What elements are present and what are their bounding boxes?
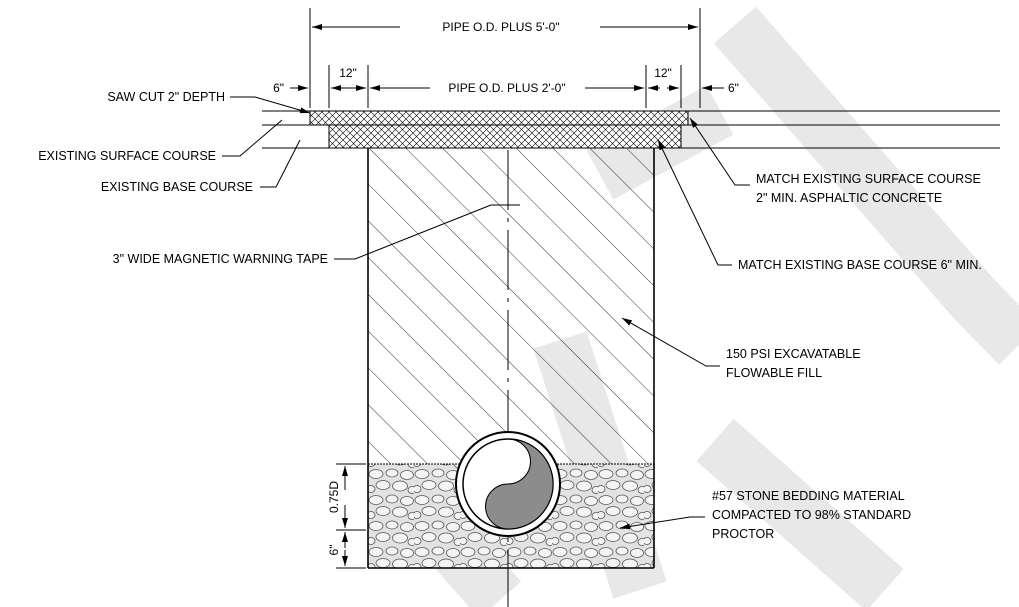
dim-vertical: 0.75D 6" — [327, 463, 366, 569]
stone-bedding-label-3: PROCTOR — [712, 527, 774, 541]
flowable-fill-label-1: 150 PSI EXCAVATABLE — [726, 347, 861, 361]
surface-course-patch — [309, 110, 689, 126]
warning-tape-label: 3" WIDE MAGNETIC WARNING TAPE — [113, 252, 328, 266]
pipe — [455, 431, 561, 537]
callout-saw-cut: SAW CUT 2" DEPTH — [107, 90, 311, 114]
callout-match-base: MATCH EXISTING BASE COURSE 6" MIN. — [657, 139, 982, 272]
match-surface-label-1: MATCH EXISTING SURFACE COURSE — [756, 172, 981, 186]
dim-bedding-below: 6" — [327, 545, 341, 556]
callout-existing-base: EXISTING BASE COURSE — [101, 139, 301, 194]
match-surface-label-2: 2" MIN. ASPHALTIC CONCRETE — [756, 191, 942, 205]
dim-left-cut: 12" — [339, 66, 357, 80]
flowable-fill — [368, 148, 654, 464]
base-course-patch — [328, 124, 682, 149]
dim-left-offset: 6" — [273, 81, 284, 95]
dim-overall: PIPE O.D. PLUS 5'-0" — [309, 8, 701, 108]
callout-flowable-fill: 150 PSI EXCAVATABLE FLOWABLE FILL — [621, 317, 861, 380]
callout-match-surface: MATCH EXISTING SURFACE COURSE 2" MIN. AS… — [689, 117, 981, 205]
stone-bedding-label-2: COMPACTED TO 98% STANDARD — [712, 508, 911, 522]
callout-stone-bedding: #57 STONE BEDDING MATERIAL COMPACTED TO … — [619, 489, 911, 541]
dim-right-cut: 12" — [654, 66, 672, 80]
match-base-label: MATCH EXISTING BASE COURSE 6" MIN. — [738, 258, 982, 272]
existing-surface-label: EXISTING SURFACE COURSE — [38, 149, 216, 163]
existing-base-label: EXISTING BASE COURSE — [101, 180, 253, 194]
dim-right-offset: 6" — [728, 81, 739, 95]
dim-inner: 6" 12" PIPE O.D. PLUS 2'-0" 12" 6" — [273, 65, 739, 108]
dim-inner-label: PIPE O.D. PLUS 2'-0" — [448, 81, 565, 95]
callout-warning-tape: 3" WIDE MAGNETIC WARNING TAPE — [113, 204, 492, 266]
flowable-fill-label-2: FLOWABLE FILL — [726, 366, 822, 380]
dim-overall-label: PIPE O.D. PLUS 5'-0" — [442, 20, 559, 34]
trench-walls — [367, 148, 655, 569]
stone-bedding-label-1: #57 STONE BEDDING MATERIAL — [712, 489, 905, 503]
callout-existing-surface: EXISTING SURFACE COURSE — [38, 119, 283, 163]
dim-bedding-above: 0.75D — [327, 481, 341, 513]
saw-cut-label: SAW CUT 2" DEPTH — [107, 90, 225, 104]
